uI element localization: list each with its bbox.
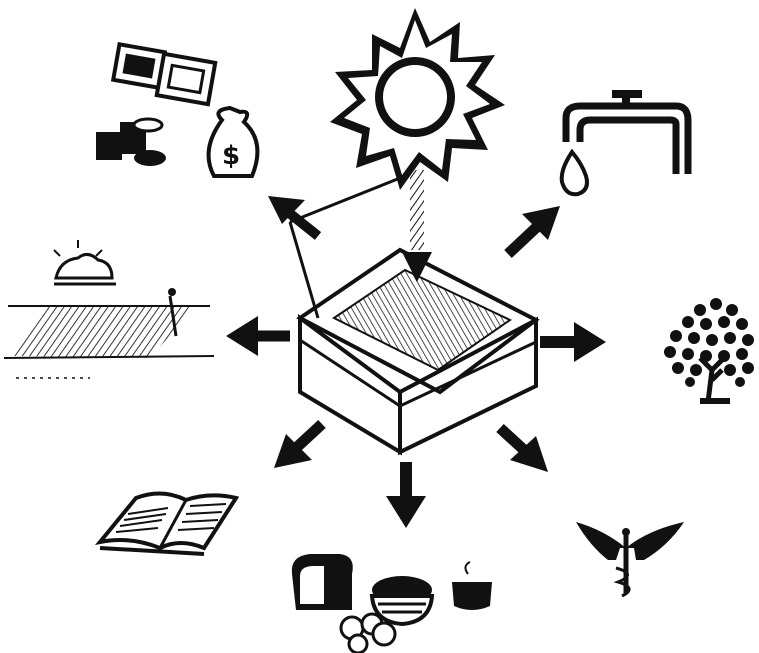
sun-icon bbox=[330, 8, 505, 190]
arrow-to-book bbox=[274, 424, 322, 468]
svg-text:$: $ bbox=[222, 141, 240, 171]
book-icon bbox=[100, 493, 236, 554]
arrow-to-tree bbox=[540, 322, 606, 362]
arrow-to-farm bbox=[226, 316, 290, 356]
solar-cooker-box bbox=[300, 250, 536, 452]
food-icon bbox=[292, 554, 492, 653]
arrow-to-faucet bbox=[508, 206, 560, 254]
faucet-icon bbox=[562, 90, 688, 194]
money-icon: $ bbox=[96, 44, 257, 176]
tree-icon bbox=[664, 298, 754, 404]
caduceus-icon bbox=[576, 522, 684, 596]
arrow-to-health bbox=[500, 428, 548, 472]
farm-field-icon bbox=[4, 240, 214, 378]
arrow-to-food bbox=[386, 462, 426, 528]
